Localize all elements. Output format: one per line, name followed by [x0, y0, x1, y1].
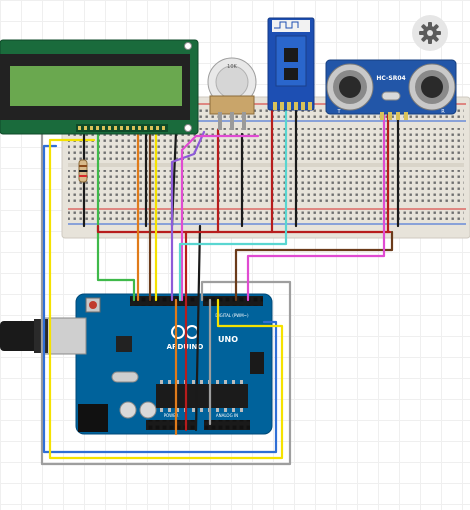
crystal — [111, 371, 139, 383]
dc-jack — [78, 404, 108, 432]
breadboard-center-channel — [68, 163, 464, 167]
gear-icon — [419, 22, 441, 44]
icsp-header — [250, 352, 264, 374]
ultrasonic-label: HC-SR04 — [376, 75, 405, 82]
potentiometer: 10K — [207, 57, 257, 130]
power-header-label: POWER — [164, 413, 179, 418]
ultrasonic-mark-r: R — [441, 109, 445, 115]
wire-brown — [234, 230, 394, 302]
settings-button[interactable] — [412, 15, 448, 51]
resistor — [78, 159, 88, 183]
potentiometer-label: 10K — [227, 64, 237, 70]
wire-pink — [180, 134, 260, 302]
ultrasonic-sensor: HC-SR04 T R — [325, 59, 457, 120]
arduino-model-text: UNO — [218, 335, 238, 344]
bluetooth-module — [267, 17, 315, 111]
wire-black — [194, 224, 202, 432]
rail-bottom-holes — [68, 211, 464, 222]
capacitor — [119, 401, 137, 419]
terminal-strip-lower — [68, 170, 464, 203]
wire-blue — [42, 144, 278, 454]
atmega-chip — [156, 384, 248, 408]
wire-yellow — [48, 138, 284, 460]
digital-header-label: DIGITAL (PWM~) — [215, 313, 249, 318]
arduino-uno-board: ARDUINO UNO DIGITAL (PWM~) POWER ANALOG … — [43, 293, 273, 435]
rail-top-holes — [68, 107, 464, 118]
wire-grey — [40, 132, 292, 466]
lcd-module — [0, 39, 199, 135]
lcd-screen — [10, 66, 182, 106]
ultrasonic-mark-t: T — [336, 109, 341, 115]
usb-chip — [116, 336, 132, 352]
wire-red — [96, 224, 392, 234]
analog-header-label: ANALOG IN — [216, 413, 238, 418]
wire-cyan — [178, 108, 288, 302]
usb-cable — [0, 319, 48, 353]
capacitor — [139, 401, 157, 419]
wire-pink — [246, 108, 386, 302]
bluetooth-antenna — [272, 20, 310, 32]
